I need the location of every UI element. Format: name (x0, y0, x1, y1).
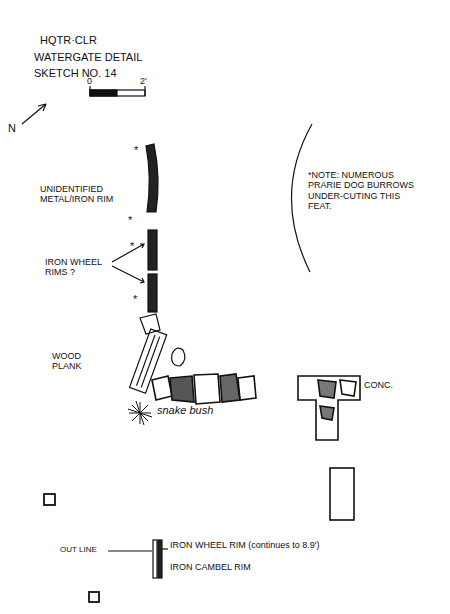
rock (172, 348, 185, 366)
rock-row (152, 374, 256, 404)
metal-rim (146, 144, 158, 212)
rim-label: IRON WHEEL RIM (continues to 8.9') (170, 540, 390, 550)
stone (44, 494, 55, 505)
rim-label: IRON CAMBEL RIM (170, 562, 330, 572)
sheet-title: WATERGATE DETAIL (34, 51, 174, 64)
leader-line (112, 244, 144, 283)
asterisk: * (133, 293, 143, 306)
rim-label: IRON WHEEL RIMS ? (45, 257, 111, 278)
stone (330, 468, 354, 520)
north-label: N (8, 122, 22, 135)
wheel-rim (148, 274, 157, 312)
scale-number: 2' (140, 76, 160, 86)
asterisk: * (128, 214, 138, 227)
wheel-rim (148, 230, 157, 270)
plank-label: WOOD PLANK (52, 351, 112, 372)
wood-plank (130, 329, 167, 393)
asterisk: * (134, 144, 144, 157)
concrete-label: CONC. (364, 380, 404, 390)
stone (89, 592, 99, 602)
scale-number: 0 (87, 76, 101, 86)
sketch-number: SKETCH NO. 14 (34, 67, 174, 80)
note-text: *NOTE: NUMEROUS PRARIE DOG BURROWS UNDER… (308, 170, 420, 211)
bush-label: snake bush (157, 404, 247, 417)
scale-bar (90, 86, 145, 96)
bottom-rim (108, 540, 168, 578)
north-arrow (22, 104, 46, 124)
sheet-code: HQTR·CLR (40, 34, 160, 47)
snake-bush (128, 401, 152, 425)
concrete-feature (298, 376, 360, 440)
rim-label: UNIDENTIFIED METAL/IRON RIM (40, 184, 140, 205)
asterisk: * (130, 240, 140, 253)
outline-label: OUT LINE (60, 545, 108, 554)
